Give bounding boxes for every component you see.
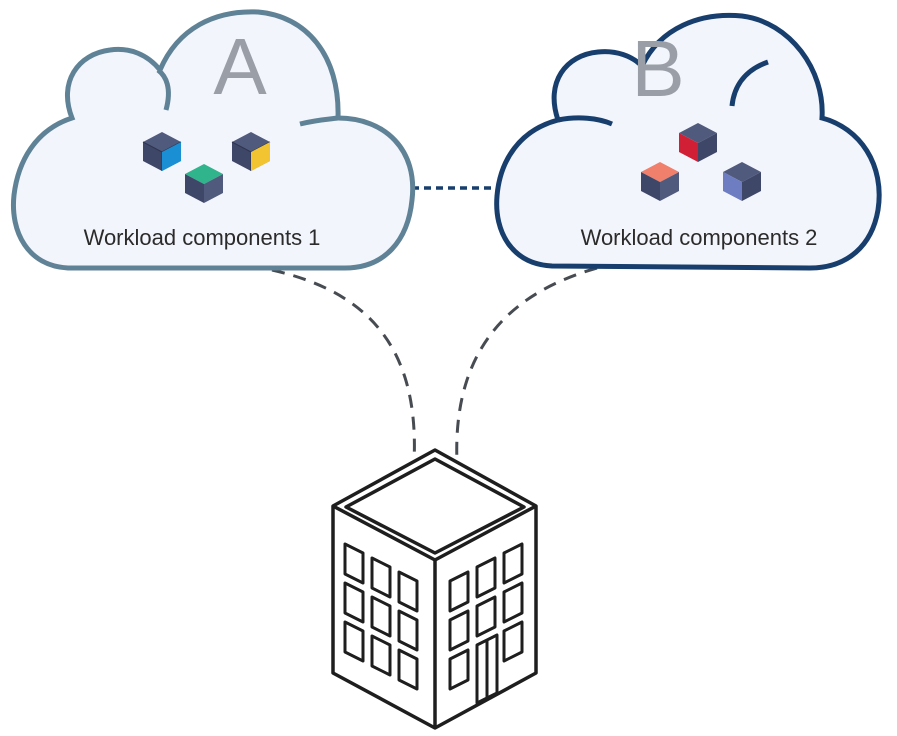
- building-right-windows: [448, 542, 524, 705]
- link-cloud-a-to-building: [271, 268, 416, 463]
- cloud-b-letter: B: [631, 24, 684, 113]
- cloud-a-letter: A: [213, 22, 267, 111]
- cloud-a-caption: Workload components 1: [84, 225, 321, 250]
- building-left-windows: [343, 542, 419, 691]
- cube-icon: [641, 162, 679, 201]
- cloud-b-caption: Workload components 2: [581, 225, 818, 250]
- cloud-b-inner-curve-left: [557, 115, 613, 127]
- cube-icon: [723, 162, 761, 201]
- office-building-icon: [331, 448, 538, 730]
- cube-icon: [231, 131, 271, 172]
- cloud-a: A Workload components 1: [10, 9, 416, 271]
- cloud-a-inner-curve: [156, 68, 171, 111]
- cube-icon: [142, 131, 182, 172]
- link-cloud-b-to-building: [455, 266, 598, 463]
- cloud-b-inner-curve: [729, 59, 769, 107]
- cube-icon: [679, 123, 717, 162]
- building-door: [475, 633, 499, 705]
- cube-icon: [185, 164, 223, 203]
- cloud-a-inner-curve-right: [299, 115, 339, 127]
- cloud-a-outline: [10, 9, 416, 271]
- cloud-b: B Workload components 2: [494, 12, 882, 271]
